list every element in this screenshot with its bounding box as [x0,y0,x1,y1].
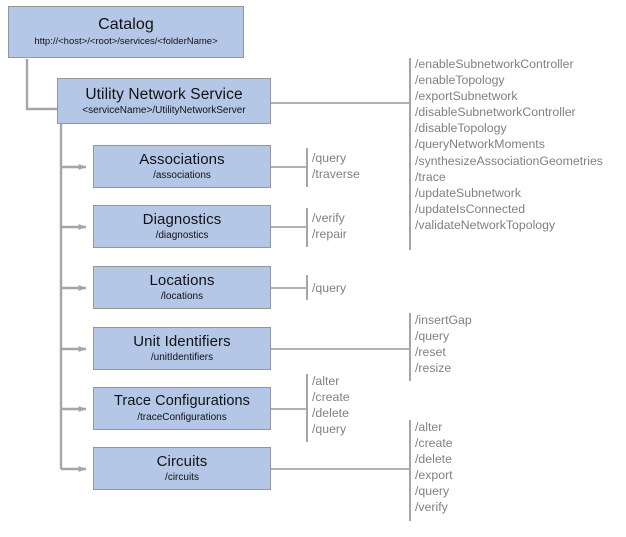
operation-item: /trace [415,169,446,184]
connector-service-spine [59,124,87,472]
operation-item: /exportSubnetwork [415,89,518,104]
operation-item: /query [312,151,347,165]
operation-item: /disableTopology [415,121,507,136]
operations-utility-network-service: /enableSubnetworkController /enableTopol… [415,56,603,233]
node-unit-identifiers-title: Unit Identifiers [133,333,231,350]
operation-item: /delete [312,406,349,421]
node-associations-title: Associations [139,151,225,168]
connector-locations-operations [271,275,308,300]
node-circuits-path: /circuits [165,472,199,483]
operation-item: /insertGap [415,313,472,327]
node-diagnostics[interactable]: Diagnostics /diagnostics [93,205,271,248]
operation-item: /enableSubnetworkController [415,57,574,71]
operation-item: /verify [312,211,345,225]
operations-trace-configurations: /alter /create /delete /query [312,373,350,437]
operation-item: /reset [415,345,446,360]
node-circuits[interactable]: Circuits /circuits [93,447,271,490]
node-locations-path: /locations [160,291,204,302]
node-trace-configurations-title: Trace Configurations [113,393,251,409]
operation-item: /updateIsConnected [415,201,526,216]
node-locations[interactable]: Locations /locations [93,266,271,309]
operation-item: /alter [415,420,443,434]
operation-item: /resize [415,361,452,376]
operations-circuits: /alter /create /delete /export /query /v… [415,419,453,516]
operation-item: /synthesizeAssociationGeometries [415,153,603,168]
node-utility-network-service[interactable]: Utility Network Service <serviceName>/Ut… [57,78,271,124]
node-trace-configurations-path: /traceConfigurations [137,412,227,423]
node-catalog-path: http://<host>/<root>/services/<folderNam… [34,36,218,47]
operation-item: /repair [312,227,347,242]
connector-associations-operations [271,148,308,187]
node-utility-network-service-title: Utility Network Service [85,85,243,103]
operation-item: /disableSubnetworkController [415,105,576,120]
operation-item: /create [312,390,350,405]
operation-item: /traverse [312,167,360,182]
operations-locations: /query [312,280,346,296]
node-diagnostics-path: /diagnostics [155,230,209,241]
connector-trace-configurations-operations [271,374,308,442]
node-diagnostics-title: Diagnostics [142,211,222,228]
operation-item: /query [312,281,347,295]
operation-item: /query [415,329,450,344]
operation-item: /delete [415,452,452,467]
node-associations[interactable]: Associations /associations [93,145,271,188]
operation-item: /verify [415,500,448,515]
operation-item: /query [415,484,450,499]
node-catalog[interactable]: Catalog http://<host>/<root>/services/<f… [8,6,244,58]
operation-item: /alter [312,374,340,388]
connector-diagnostics-operations [271,208,308,247]
operations-diagnostics: /verify /repair [312,210,347,242]
operation-item: /queryNetworkMoments [415,137,545,152]
operation-item: /create [415,436,453,451]
node-catalog-title: Catalog [98,16,154,33]
operations-associations: /query /traverse [312,150,360,182]
node-trace-configurations[interactable]: Trace Configurations /traceConfiguration… [93,387,271,430]
node-unit-identifiers[interactable]: Unit Identifiers /unitIdentifiers [93,327,271,370]
operations-unit-identifiers: /insertGap /query /reset /resize [415,312,472,376]
node-circuits-title: Circuits [156,453,208,470]
node-utility-network-service-path: <serviceName>/UtilityNetworkServer [82,104,246,116]
operation-item: /validateNetworkTopology [415,217,556,232]
node-unit-identifiers-path: /unitIdentifiers [150,352,214,363]
node-associations-path: /associations [153,170,211,181]
operation-item: /query [312,422,347,437]
connector-unit-identifiers-operations [271,313,411,381]
node-locations-title: Locations [149,272,215,289]
operation-item: /updateSubnetwork [415,185,521,200]
operation-item: /export [415,468,453,483]
operation-item: /enableTopology [415,73,505,88]
